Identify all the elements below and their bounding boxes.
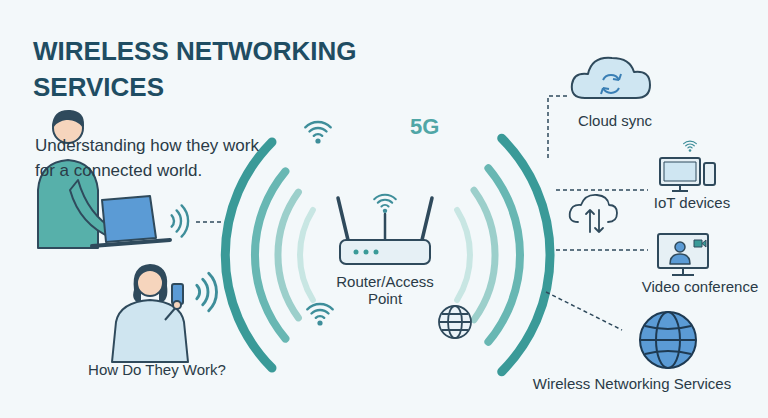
- antenna: [338, 198, 348, 240]
- globe-equator: [640, 339, 696, 341]
- cloud-shape: [572, 58, 650, 98]
- transfer-cloud-icon: [570, 195, 617, 232]
- globe-icon: [640, 312, 696, 368]
- user-device-node: How Do They Work?: [77, 262, 237, 378]
- signal-arc: [225, 142, 272, 368]
- monitor-stand: [672, 268, 694, 275]
- wifi-symbol: [374, 195, 396, 213]
- person-hair: [134, 265, 166, 302]
- network-badge: 5G: [410, 114, 470, 140]
- phone: [704, 163, 715, 185]
- laptop-base: [92, 240, 170, 246]
- wifi-symbol: [684, 141, 697, 152]
- monitor: [660, 158, 700, 185]
- service-node: IoT devices: [640, 148, 744, 211]
- signal-arc: [474, 190, 495, 319]
- globe-parallels: [645, 326, 691, 354]
- router-body: [340, 240, 430, 264]
- monitor-screen: [664, 162, 696, 181]
- laptop-screen: [102, 196, 156, 242]
- antenna: [384, 214, 387, 240]
- node-label: Wireless Networking Services: [533, 375, 731, 392]
- signal-arc: [457, 210, 470, 300]
- phone-user: [112, 265, 188, 362]
- globe-parallels: [439, 314, 471, 330]
- subtitle-text: Understanding how they work for a connec…: [35, 133, 275, 183]
- signal-arc: [278, 192, 298, 318]
- signal-arc: [502, 138, 550, 371]
- node-label: Cloud sync: [578, 112, 652, 129]
- monitor-stand: [672, 185, 688, 191]
- dashed-link: [556, 189, 648, 191]
- service-node: Wireless Networking Services: [517, 305, 747, 392]
- globe-outline: [439, 306, 471, 338]
- dashed-link: [556, 249, 648, 251]
- dashed-link: [548, 96, 568, 158]
- signal-arc: [300, 210, 313, 300]
- person-hand: [173, 301, 181, 309]
- globe-outline: [640, 312, 696, 368]
- antenna: [422, 198, 432, 240]
- router-led: [364, 250, 369, 255]
- caller-body: [670, 254, 690, 264]
- download-arrow: [595, 210, 603, 232]
- router-node: Router/Access Point: [330, 185, 440, 307]
- diagram-title: WIRELESS NETWORKING SERVICES: [33, 33, 373, 105]
- node-label: How Do They Work?: [88, 361, 226, 378]
- wifi-symbol: [305, 122, 330, 144]
- signal-waves: [172, 205, 188, 236]
- dashed-link: [546, 292, 622, 330]
- router-icon: [338, 198, 432, 264]
- caller-head: [675, 242, 685, 252]
- iot-icon: [660, 158, 715, 191]
- dashed-link: [196, 221, 222, 223]
- globe-icon: [439, 306, 471, 338]
- person-head: [137, 270, 163, 296]
- signal-arcs-right: [457, 138, 550, 371]
- node-label: IoT devices: [654, 194, 730, 211]
- sync-arrowhead: [613, 74, 621, 80]
- node-label: Video conference: [642, 278, 758, 295]
- upload-arrow: [586, 210, 594, 232]
- cloud-icon: [572, 58, 650, 98]
- signal-arcs-left: [225, 142, 313, 368]
- person-body: [112, 300, 188, 362]
- signal-waves: [197, 273, 217, 310]
- sync-arrowhead: [601, 88, 609, 94]
- monitor: [658, 234, 708, 268]
- service-node: Video conference: [635, 232, 765, 295]
- video-icon: [658, 234, 708, 275]
- camera: [694, 240, 702, 247]
- router-led: [374, 250, 379, 255]
- service-node: Cloud sync: [560, 55, 670, 129]
- person-hair: [53, 111, 83, 126]
- wifi-symbol: [307, 304, 332, 326]
- node-label: Router/Access Point: [330, 273, 440, 307]
- router-led: [354, 250, 359, 255]
- cloud-shape: [570, 195, 617, 222]
- dashed-leaders: [546, 96, 648, 330]
- camera-lens: [702, 240, 706, 247]
- signal-arc: [488, 168, 520, 342]
